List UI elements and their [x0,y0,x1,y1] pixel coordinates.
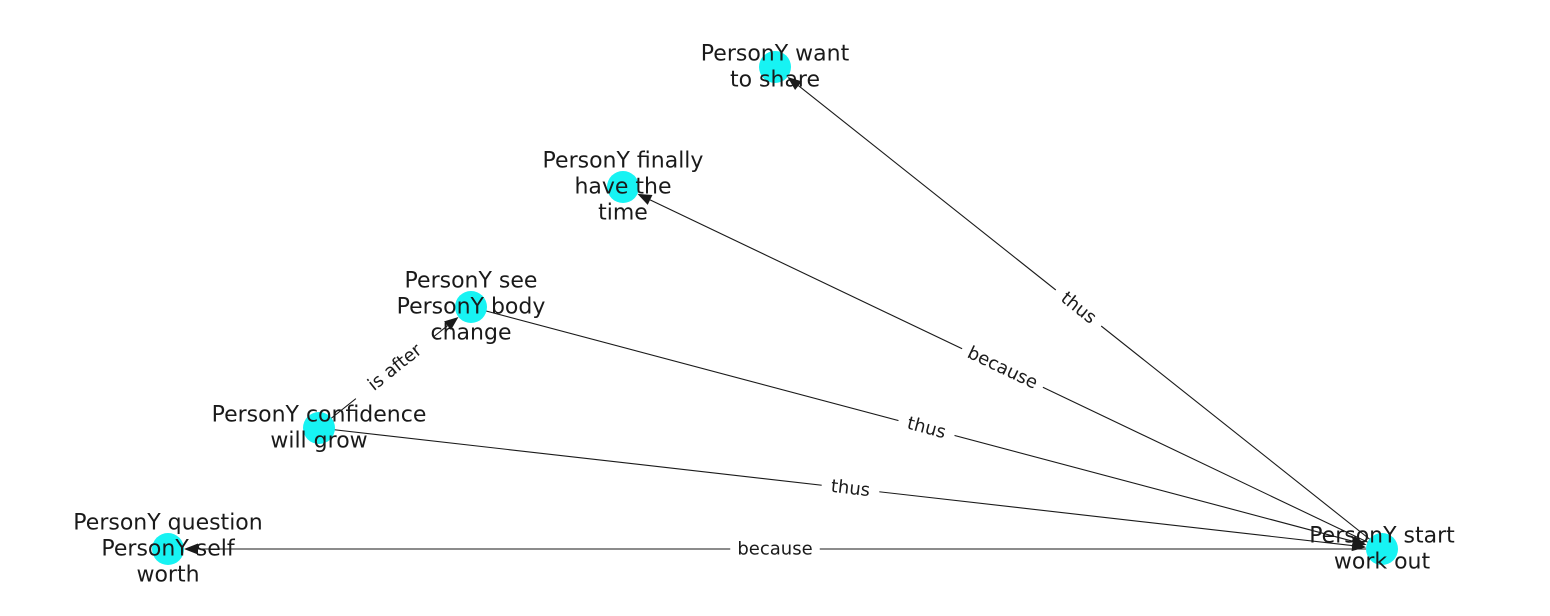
nodes-layer [152,51,1398,565]
arrow-head [637,193,653,205]
edge-label: thus [830,476,871,501]
edge-see-body-change-to-start-work-out: thus [470,306,1367,547]
edge-label-group: thus [820,473,881,504]
edge-label: because [737,539,812,560]
edge-label-group: because [956,337,1049,399]
node-label-line: will grow [270,429,367,454]
node-label-line: PersonY start [1309,524,1455,549]
node-confidence-will-grow[interactable] [303,412,335,444]
arrow-head [184,543,198,555]
edge-label: thus [905,413,948,443]
edge-label-group: thus [1048,280,1109,336]
node-label-line: PersonY want [701,42,850,67]
edge-start-work-out-to-finally-have-time: because [637,193,1383,550]
edge-label-background [348,326,442,409]
edge-label-background [730,537,820,561]
node-label-line: PersonY body [397,295,546,320]
node-label-line: have the [574,175,671,200]
arrow-head [444,316,459,330]
node-label-line: PersonY question [73,511,262,536]
edge-start-work-out-to-want-to-share: thus [787,76,1383,550]
node-label-line: worth [136,563,199,588]
node-label-line: PersonY finally [543,149,704,174]
edge-label-group: because [730,537,820,561]
node-label-line: PersonY see [405,269,538,294]
edge-label: is after [364,339,427,395]
node-see-body-change[interactable] [455,291,487,323]
edge-label-background [895,408,958,448]
node-label-line: PersonY self [101,537,235,562]
edge-label-background [820,473,881,504]
node-label-line: to share [730,68,820,93]
node-finally-have-time[interactable] [607,171,639,203]
node-label-line: change [431,321,512,346]
edge-confidence-will-grow-to-start-work-out: thus [318,427,1367,552]
arrow-head [1351,540,1367,552]
node-question-self-worth[interactable] [152,533,184,565]
edge-label-group: is after [348,326,442,409]
edge-label-background [1048,280,1109,336]
edge-start-work-out-to-question-self-worth: because [184,537,1382,561]
node-label-line: time [598,201,648,226]
edge-label-background [956,337,1049,399]
arrow-head [787,76,802,90]
node-label-line: PersonY confidence [212,403,427,428]
edge-label-group: thus [895,408,958,448]
node-want-to-share[interactable] [759,51,791,83]
node-start-work-out[interactable] [1366,533,1398,565]
node-label-line: work out [1334,550,1431,575]
